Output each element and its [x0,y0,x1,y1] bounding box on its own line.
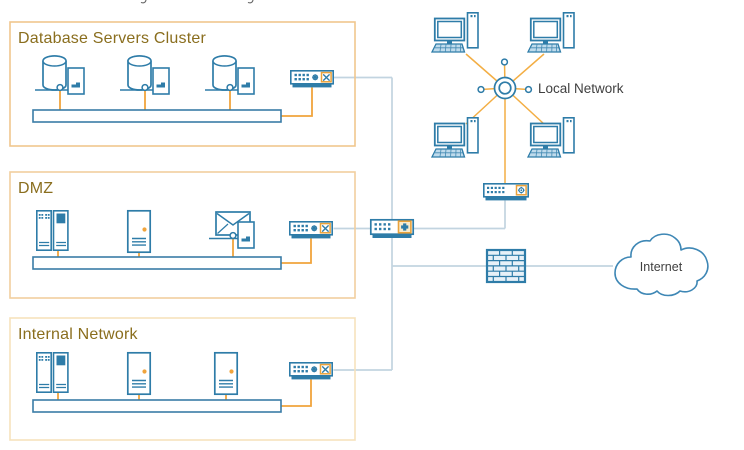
server-tower-icon [213,351,239,396]
hub-icon [493,76,517,100]
region-box-database [9,21,356,147]
region-internal-network: Internal Network [9,317,356,441]
switch-icon [288,361,334,381]
internet-label: Internet [640,260,683,274]
desktop-computer-icon [431,116,479,158]
bus-segment-dmz [32,256,282,270]
server-tower-icon [126,351,152,396]
local-network-star: Local Network [431,11,624,202]
server-tower-icon [126,209,152,254]
desktop-computer-icon [431,11,479,53]
switch-icon [289,70,335,89]
terminal-node-icon [500,58,509,66]
mail-server-icon [209,212,254,248]
clipped-heading-fragments [140,0,254,4]
database-server-icon [120,56,169,94]
bus-segment-database [32,109,282,123]
database-server-icon [205,56,254,94]
region-title-internal: Internal Network [18,326,138,343]
terminal-node-icon [524,85,533,94]
region-box-internal [9,317,356,441]
desktop-computer-icon [527,11,575,53]
terminal-node-icon [477,85,485,94]
region-dmz: DMZ [9,171,356,299]
local-network-label: Local Network [538,81,624,96]
cables-database [59,87,313,117]
switch-icon [288,221,334,240]
region-box-dmz [9,171,356,299]
region-database-servers-cluster: Database Servers Cluster [9,21,356,147]
database-server-icon [35,56,84,94]
bus-segment-internal [32,399,282,413]
rack-server-icon [35,210,69,251]
region-title-dmz: DMZ [18,180,53,197]
backbone-links [332,76,613,371]
desktop-computer-icon [527,116,575,158]
rack-server-icon [35,351,69,394]
switch-icon [482,183,530,202]
router-icon [369,218,415,239]
internet-cloud: Internet [614,233,709,297]
firewall-icon [485,248,527,284]
region-title-database: Database Servers Cluster [18,30,206,47]
